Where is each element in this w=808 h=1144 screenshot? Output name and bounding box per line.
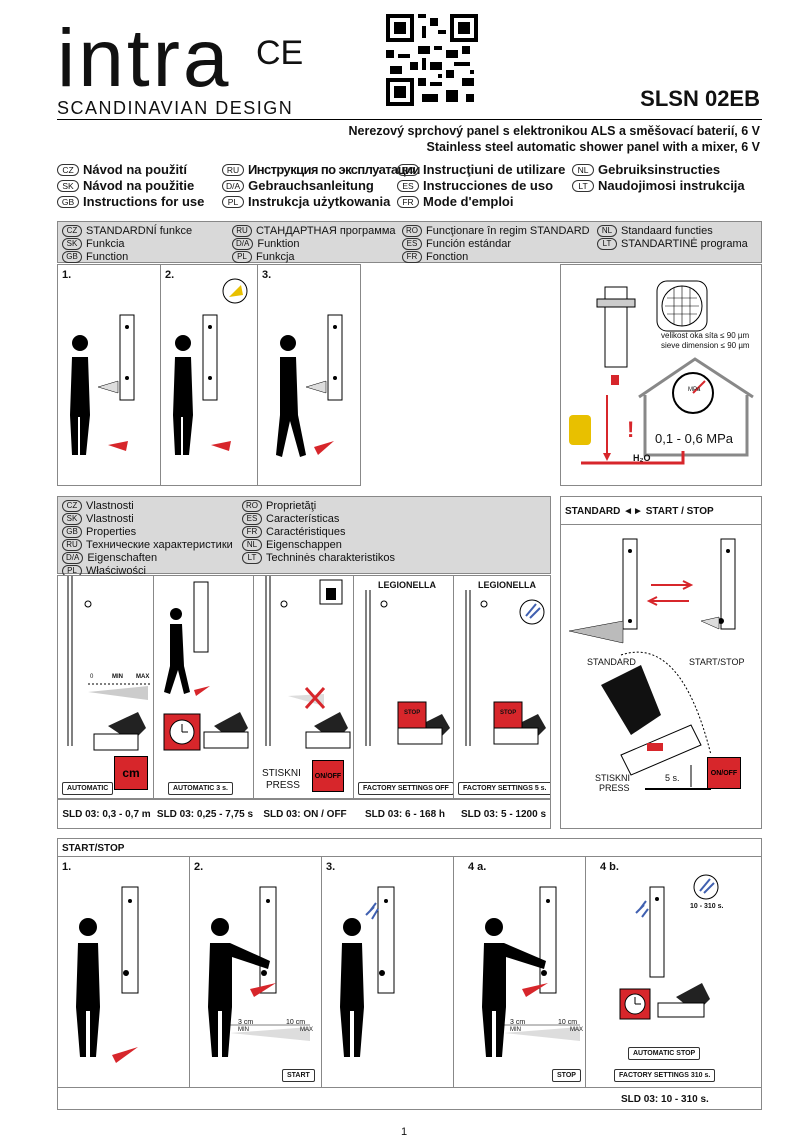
standard-step-1: 1. — [57, 264, 161, 486]
sieve-size-cz: velikost oka síta ≤ 90 µm — [661, 331, 750, 340]
startstop-step-4a: 4 a. 3 cm 10 cm MIN MAX STOP — [453, 856, 586, 1088]
standard-startstop-header: STANDARD ◄► START / STOP — [560, 496, 762, 525]
startstop-step-3: 3. — [321, 856, 454, 1088]
startstop-header: START/STOP — [57, 838, 762, 857]
factory-310s-tag: FACTORY SETTINGS 310 s. — [614, 1069, 716, 1082]
standard-step-2: 2. — [160, 264, 258, 486]
automatic-stop-tag: AUTOMATIC STOP — [628, 1047, 701, 1060]
property-range: 0 MIN MAX cm AUTOMATIC — [57, 575, 154, 799]
page-number: 1 — [400, 1126, 408, 1138]
pressure-range: 0,1 - 0,6 MPa — [655, 431, 734, 446]
startstop-sld-row: SLD 03: 10 - 310 s. — [57, 1087, 762, 1110]
gauge-unit: MPa — [688, 387, 701, 393]
brand-logo: intra — [57, 13, 232, 104]
warning-icon: ! — [627, 417, 635, 442]
onoff-box: ON/OFF — [312, 760, 344, 792]
property-delay: AUTOMATIC 3 s. — [153, 575, 254, 799]
water-label: H₂O — [633, 453, 651, 463]
description-cz: Nerezový sprchový panel s elektronikou A… — [348, 124, 760, 138]
header-divider — [57, 119, 762, 120]
property-onoff: STISKNI PRESS ON/OFF — [253, 575, 354, 799]
standard-startstop-panel: STANDARD START/STOP STISKNI PRESS 5 s. O… — [560, 524, 762, 829]
standard-step-3: 3. — [257, 264, 361, 486]
startstop-step-1: 1. — [57, 856, 190, 1088]
filter-pressure-panel: velikost oka síta ≤ 90 µm sieve dimensio… — [560, 264, 762, 486]
qr-code-icon — [386, 14, 478, 106]
automatic-3s-tag: AUTOMATIC 3 s. — [168, 782, 233, 795]
ce-mark: CE — [256, 34, 304, 72]
factory-off-tag: FACTORY SETTINGS OFF — [358, 782, 453, 795]
start-tag: START — [282, 1069, 315, 1082]
brand-tagline: SCANDINAVIAN DESIGN — [57, 98, 294, 118]
automatic-tag: AUTOMATIC — [62, 782, 114, 795]
sld-row: SLD 03: 0,3 - 0,7 m SLD 03: 0,25 - 7,75 … — [57, 799, 551, 829]
onoff-box-standard: ON/OFF — [707, 757, 741, 789]
sieve-size-en: sieve dimension ≤ 90 µm — [661, 341, 750, 350]
startstop-step-2: 2. 3 cm 10 cm MIN MAX START — [189, 856, 322, 1088]
property-legionella-5s: LEGIONELLA STOP FACTORY SETTINGS 5 s. — [453, 575, 551, 799]
stop-tag: STOP — [552, 1069, 581, 1082]
description-en: Stainless steel automatic shower panel w… — [426, 140, 760, 154]
property-legionella-off: LEGIONELLA STOP FACTORY SETTINGS OFF — [353, 575, 454, 799]
model-number: SLSN 02EB — [640, 86, 760, 111]
cm-box: cm — [114, 756, 148, 790]
startstop-step-4b: 4 b. 10 - 310 s. AUTOMATIC STOP FACTORY … — [585, 856, 762, 1088]
factory-5s-tag: FACTORY SETTINGS 5 s. — [458, 782, 550, 795]
